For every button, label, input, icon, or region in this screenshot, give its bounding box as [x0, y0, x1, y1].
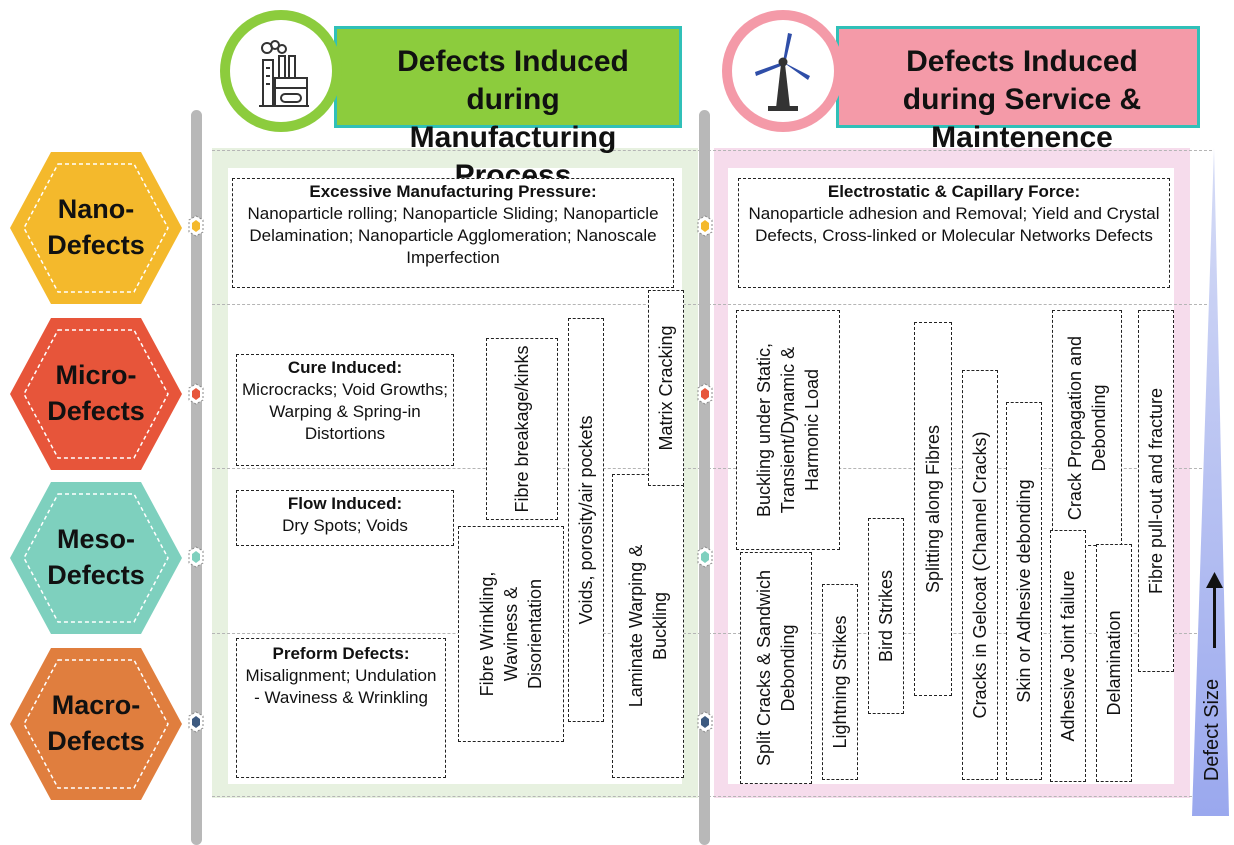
timeline-dot-macro [188, 711, 713, 733]
hexagon-meso-line2: Defects [47, 560, 145, 590]
hexagon-macro: Macro- Defects [10, 648, 182, 800]
skin-debonding-box: Skin or Adhesive debonding [1006, 402, 1042, 780]
service-nano-box: Electrostatic & Capillary Force: Nanopar… [738, 178, 1170, 288]
timeline-dot-micro [188, 383, 713, 405]
hexagon-macro-line1: Macro- [52, 690, 141, 720]
cure-induced-box: Cure Induced: Microcracks; Void Growths;… [236, 354, 454, 466]
manufacturing-nano-box: Excessive Manufacturing Pressure: Nanopa… [232, 178, 674, 288]
manufacturing-nano-body: Nanoparticle rolling; Nanoparticle Slidi… [247, 204, 659, 267]
split-cracks-text: Split Cracks & Sandwich Debonding [754, 569, 798, 767]
gelcoat-cracks-box: Cracks in Gelcoat (Channel Cracks) [962, 370, 998, 780]
hexagon-micro-line1: Micro- [56, 360, 137, 390]
defect-size-triangle [1192, 148, 1229, 816]
hexagon-nano: Nano- Defects [10, 152, 182, 304]
matrix-cracking-text: Matrix Cracking [656, 325, 676, 451]
crack-propagation-text: Crack Propagation and Debonding [1065, 335, 1109, 521]
laminate-warping-box: Laminate Warping & Buckling [612, 474, 684, 778]
bird-strikes-box: Bird Strikes [868, 518, 904, 714]
delamination-box: Delamination [1096, 544, 1132, 782]
splitting-fibres-box: Splitting along Fibres [914, 322, 952, 696]
preform-defects-body: Misalignment; Undulation - Waviness & Wr… [245, 666, 437, 707]
flow-induced-body: Dry Spots; Voids [282, 516, 408, 535]
defect-size-arrow-head [1206, 572, 1223, 588]
wind-turbine-icon [755, 33, 810, 111]
cure-induced-body: Microcracks; Void Growths; Warping & Spr… [242, 380, 448, 443]
service-nano-title: Electrostatic & Capillary Force: [827, 182, 1081, 201]
factory-icon [259, 40, 309, 107]
service-header-text: Defects Induced during Service & Mainten… [902, 45, 1142, 154]
fibre-breakage-text: Fibre breakage/kinks [512, 345, 532, 513]
hexagon-meso-line1: Meso- [57, 524, 135, 554]
preform-defects-title: Preform Defects: [272, 644, 410, 663]
cure-induced-title: Cure Induced: [287, 358, 403, 377]
delamination-text: Delamination [1104, 610, 1124, 716]
splitting-fibres-text: Splitting along Fibres [923, 424, 943, 594]
separator-line [212, 468, 1212, 469]
hexagon-nano-line2: Defects [47, 230, 145, 260]
fibre-pullout-text: Fibre pull-out and fracture [1146, 387, 1166, 595]
fibre-pullout-box: Fibre pull-out and fracture [1138, 310, 1174, 672]
skin-debonding-text: Skin or Adhesive debonding [1014, 479, 1034, 703]
crack-propagation-box: Crack Propagation and Debonding [1052, 310, 1122, 546]
buckling-box: Buckling under Static, Transient/Dynamic… [736, 310, 840, 550]
matrix-cracking-box: Matrix Cracking [648, 290, 684, 486]
separator-line [212, 150, 1212, 151]
laminate-warping-text: Laminate Warping & Buckling [626, 544, 670, 708]
timeline-dot-nano [188, 215, 713, 237]
manufacturing-header: Defects Induced during Manufacturing Pro… [334, 26, 682, 192]
gelcoat-cracks-text: Cracks in Gelcoat (Channel Cracks) [970, 431, 990, 719]
separator-line [212, 633, 1212, 634]
adhesive-joint-text: Adhesive Joint failure [1058, 570, 1078, 742]
adhesive-joint-box: Adhesive Joint failure [1050, 530, 1086, 782]
separator-line [212, 304, 1212, 305]
fibre-wrinkling-text: Fibre Wrinkling, Waviness & Disorientati… [477, 571, 545, 697]
voids-text: Voids, porosity/air pockets [576, 415, 596, 625]
voids-box: Voids, porosity/air pockets [568, 318, 604, 722]
lightning-strikes-text: Lightning Strikes [830, 615, 850, 749]
bird-strikes-text: Bird Strikes [876, 569, 896, 663]
timeline-bar-left [191, 110, 202, 845]
hexagon-micro-line2: Defects [47, 396, 145, 426]
manufacturing-nano-title: Excessive Manufacturing Pressure: [309, 182, 597, 201]
timeline-bar-right [699, 110, 710, 845]
defect-size-label: Defect Size [1201, 678, 1223, 782]
fibre-breakage-box: Fibre breakage/kinks [486, 338, 558, 520]
service-nano-body: Nanoparticle adhesion and Removal; Yield… [748, 204, 1160, 245]
buckling-text: Buckling under Static, Transient/Dynamic… [754, 342, 822, 518]
preform-defects-box: Preform Defects: Misalignment; Undulatio… [236, 638, 446, 778]
service-header: Defects Induced during Service & Mainten… [836, 26, 1200, 154]
hexagon-macro-line2: Defects [47, 726, 145, 756]
separator-line [212, 796, 1212, 797]
flow-induced-box: Flow Induced: Dry Spots; Voids [236, 490, 454, 546]
split-cracks-box: Split Cracks & Sandwich Debonding [740, 552, 812, 784]
lightning-strikes-box: Lightning Strikes [822, 584, 858, 780]
timeline-dot-meso [188, 546, 713, 568]
hexagon-micro: Micro- Defects [10, 318, 182, 470]
hexagon-nano-line1: Nano- [58, 194, 135, 224]
fibre-wrinkling-box: Fibre Wrinkling, Waviness & Disorientati… [458, 526, 564, 742]
defect-size-arrow-icon [1213, 586, 1216, 648]
hexagon-meso: Meso- Defects [10, 482, 182, 634]
flow-induced-title: Flow Induced: [287, 494, 403, 513]
